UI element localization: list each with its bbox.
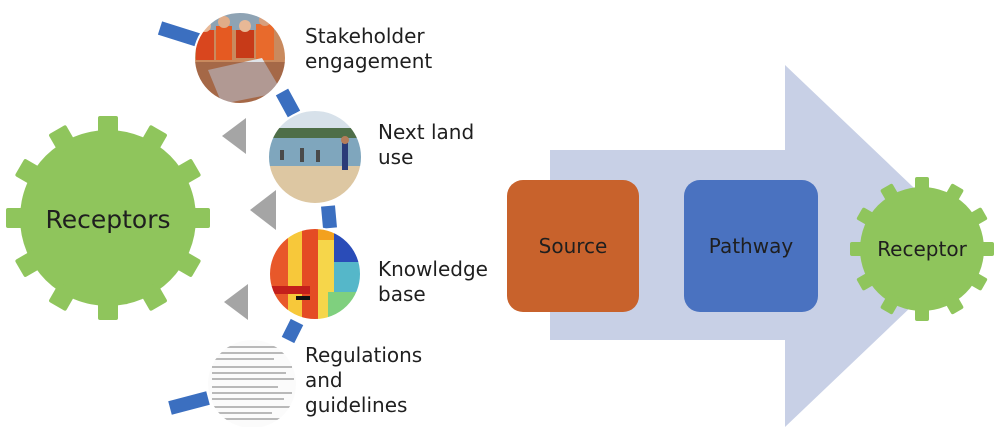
pathway-label: Pathway [709, 234, 794, 258]
receptors-gear-tooth [6, 208, 28, 228]
receptors-gear-tooth [49, 125, 76, 153]
stakeholder-label: Stakeholder engagement [305, 24, 432, 73]
stakeholder-label-line-2: engagement [305, 49, 432, 73]
next-land-use-label-line-1: Next land [378, 120, 474, 144]
receptors-gear-icon [6, 116, 210, 320]
receptors-gear-tooth [98, 298, 118, 320]
connector-arc [157, 21, 337, 415]
source-box: Source [507, 180, 639, 312]
receptor-gear-tooth [915, 303, 929, 321]
receptor-gear-tooth [856, 207, 879, 228]
next-land-use-label: Next land use [378, 120, 481, 169]
regulations-label-line-3: guidelines [305, 393, 407, 417]
regulations-label: Regulations and guidelines [305, 343, 429, 417]
chevron-3-icon [224, 284, 248, 320]
receptor-gear-tooth [856, 270, 879, 291]
receptor-gear-label: Receptor [877, 237, 967, 261]
receptors-gear-tooth [173, 159, 201, 186]
receptor-gear-tooth [976, 242, 994, 256]
receptors-gear: Receptors [6, 116, 210, 320]
chevron-1-icon [222, 118, 246, 154]
item-labels: Stakeholder engagement Next land use Kno… [305, 24, 494, 417]
source-label: Source [539, 234, 608, 258]
receptors-gear-tooth [140, 125, 167, 153]
chevron-2-icon [250, 190, 276, 230]
chevron-arrows [222, 118, 276, 320]
receptor-gear-tooth [915, 177, 929, 195]
receptor-gear-tooth [943, 183, 964, 206]
document-photo-icon [208, 340, 296, 427]
receptors-gear-tooth [188, 208, 210, 228]
pathway-box: Pathway [684, 180, 818, 312]
receptors-gear-label: Receptors [45, 205, 170, 234]
beach-photo [267, 109, 363, 205]
receptor-gear-icon [850, 177, 994, 321]
receptor-gear-tooth [965, 207, 988, 228]
receptors-gear-tooth [173, 250, 201, 277]
receptors-gear-tooth [15, 250, 43, 277]
people-group-photo-icon [194, 12, 286, 104]
next-land-use-label-line-2: use [378, 145, 413, 169]
receptor-gear-tooth [943, 292, 964, 315]
receptor-gear-tooth [850, 242, 868, 256]
knowledge-base-label-line-1: Knowledge [378, 257, 488, 281]
receptors-gear-tooth [140, 283, 167, 311]
regulations-label-line-1: Regulations [305, 343, 422, 367]
beach-photo-icon [268, 110, 362, 204]
receptors-gear-tooth [49, 283, 76, 311]
stakeholder-label-line-1: Stakeholder [305, 24, 425, 48]
receptor-gear-tooth [880, 183, 901, 206]
regulations-photo [208, 340, 296, 427]
regulations-label-line-2: and [305, 368, 343, 392]
receptor-gear-tooth [880, 292, 901, 315]
receptors-gear-tooth [98, 116, 118, 138]
knowledge-photo [268, 227, 362, 321]
receptors-gear-tooth [15, 159, 43, 186]
stakeholder-photo [193, 11, 287, 105]
receptor-gear: Receptor [850, 177, 994, 321]
heatmap-photo-icon [269, 228, 361, 320]
knowledge-base-label-line-2: base [378, 282, 426, 306]
knowledge-base-label: Knowledge base [378, 257, 494, 306]
receptor-gear-tooth [965, 270, 988, 291]
